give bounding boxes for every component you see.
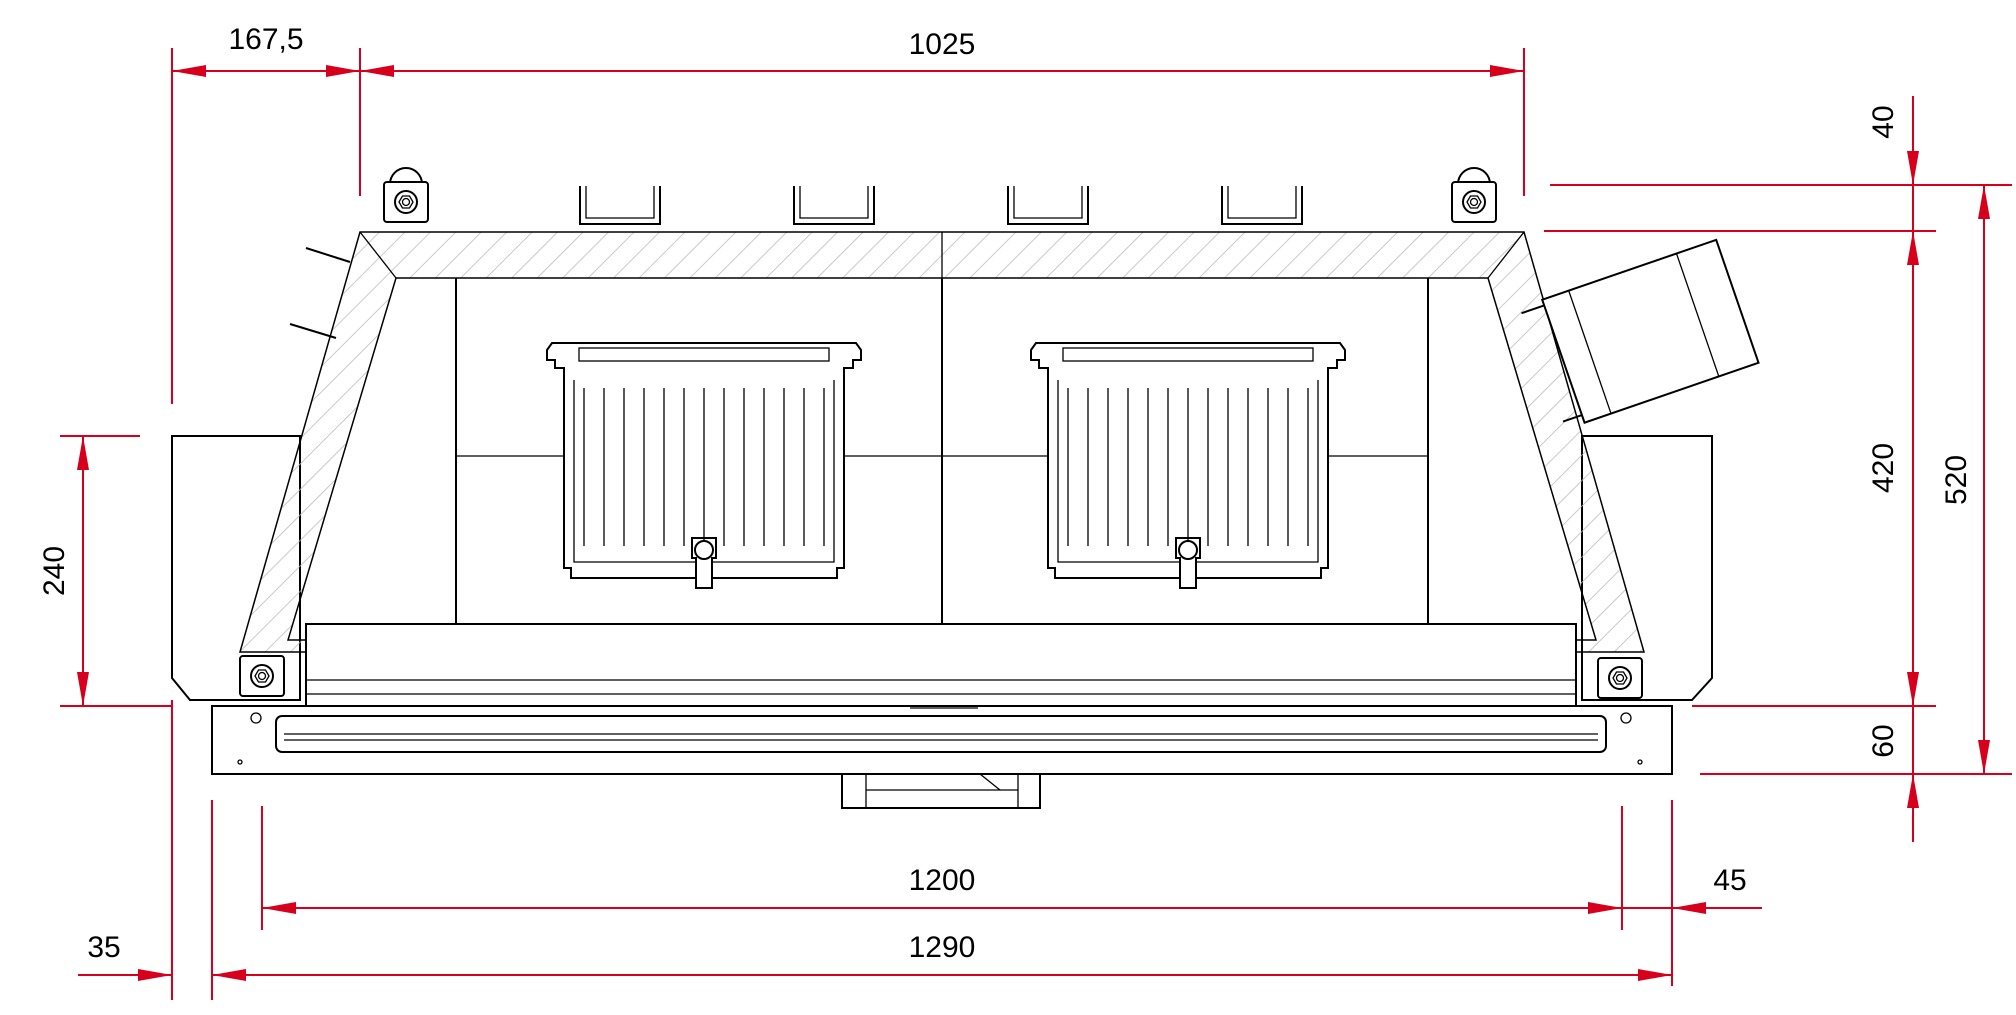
dim-width-left-offset: 35 [87, 931, 120, 964]
dim-width-front: 1200 [909, 864, 976, 897]
top-brackets [579, 186, 1303, 225]
grate-right [1030, 342, 1346, 589]
dimension-lines [60, 48, 2012, 1000]
bolt-icon [239, 655, 285, 697]
dim-width-overall: 1290 [909, 931, 976, 964]
insulation-shell [239, 231, 1645, 653]
dim-width-top: 1025 [909, 28, 976, 61]
flue-connector [1521, 238, 1760, 424]
base-frame [211, 705, 1673, 775]
grate-left [546, 342, 862, 589]
bolt-icon [1597, 657, 1643, 699]
bottom-handle [841, 707, 1041, 809]
dim-height-bottom: 60 [1867, 724, 1900, 757]
front-glass-panel [305, 623, 1577, 707]
fireplace-body [171, 167, 1760, 809]
dim-height-total: 520 [1940, 455, 1973, 505]
dim-width-right-offset: 45 [1713, 864, 1746, 897]
bolt-icon [383, 181, 429, 223]
left-hook [289, 247, 351, 339]
bolt-icon [1451, 181, 1497, 223]
dimension-labels: 167,5 1025 1200 45 35 1290 240 40 420 60… [38, 23, 1973, 964]
dim-height-top-offset: 40 [1867, 105, 1900, 138]
dim-width-top-left: 167,5 [228, 23, 303, 56]
dim-height-side: 240 [38, 546, 71, 596]
dim-height-inner: 420 [1867, 443, 1900, 493]
